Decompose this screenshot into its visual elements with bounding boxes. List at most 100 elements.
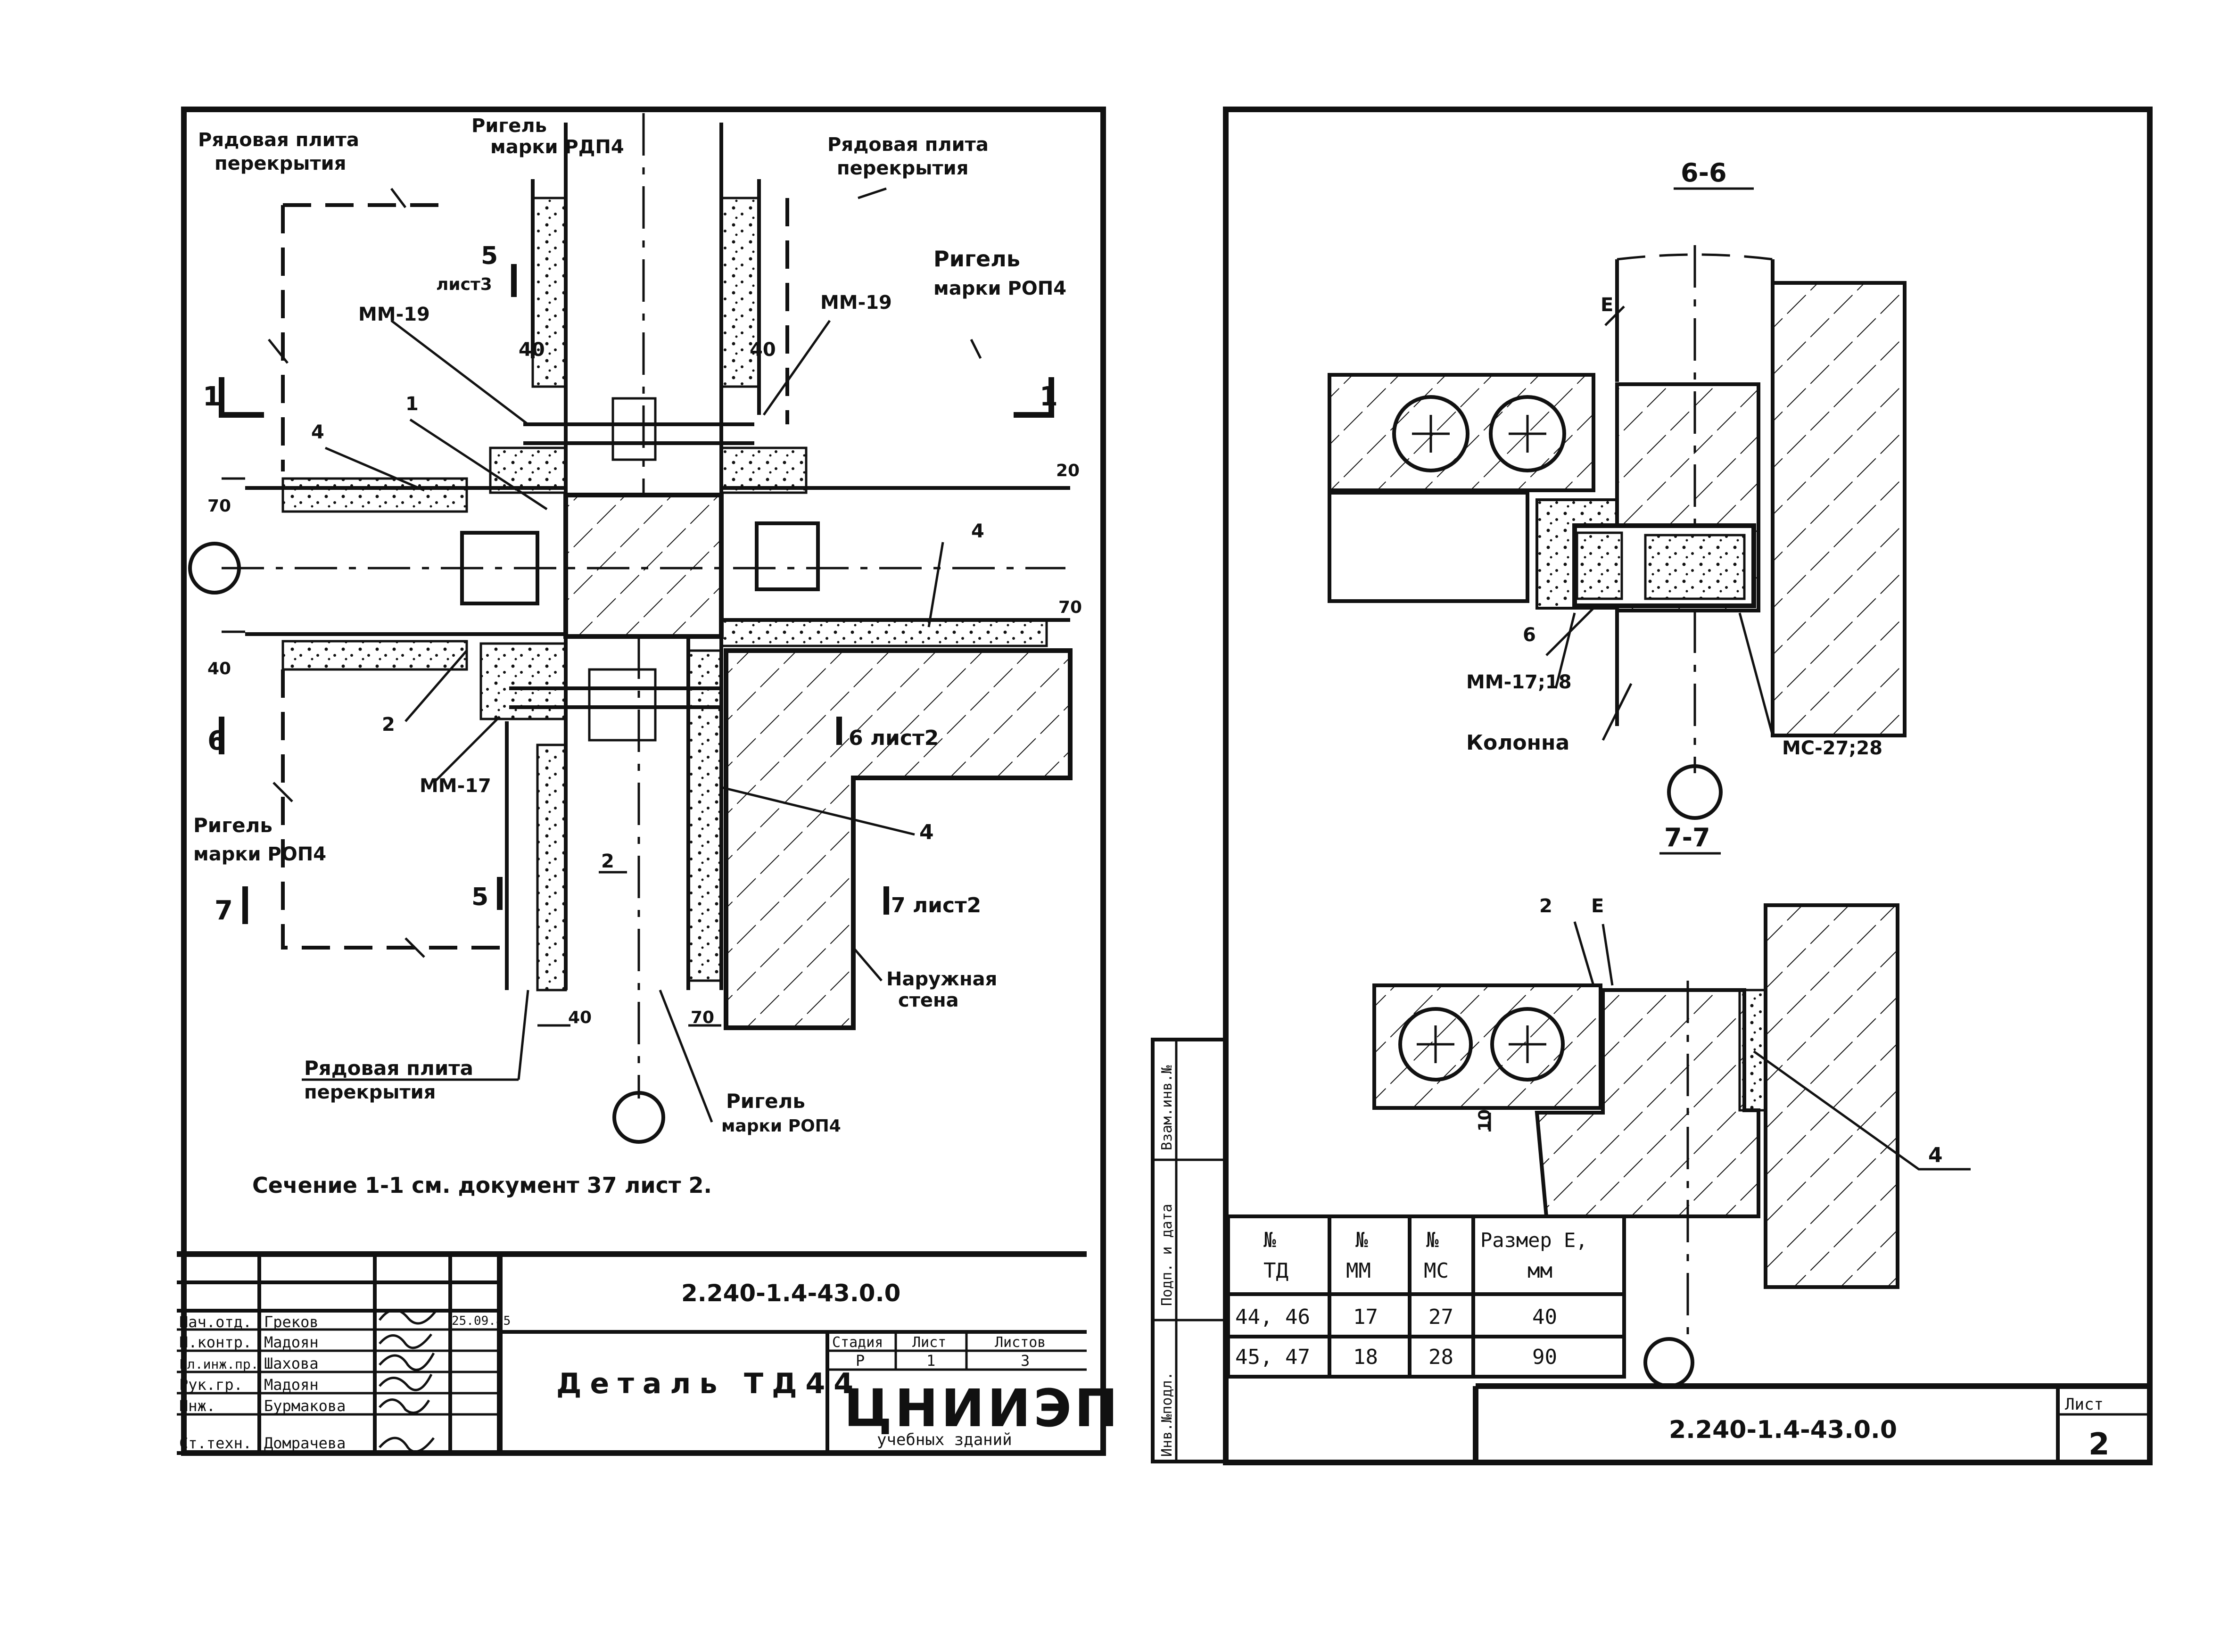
tb-doc-code: 2.240-1.4-43.0.0 — [681, 1280, 900, 1307]
rigel-bottom — [505, 636, 723, 1099]
section-6-title: 6-6 — [1681, 158, 1727, 188]
stamp-2: Инв.№подл. — [1159, 1371, 1175, 1457]
left-labels: Рядовая плита перекрытия Ригель марки РД… — [193, 115, 1082, 1136]
signature-2 — [379, 1352, 435, 1371]
slab-left-grout-bottom — [281, 640, 468, 671]
tb-role-4: Инж. — [179, 1397, 215, 1415]
section-7-title: 7-7 — [1664, 823, 1710, 852]
stamp-1: Подп. и дата — [1159, 1204, 1175, 1306]
size-table: № ТД № ММ № МС Размер Е, мм 44, 46 17 27… — [1226, 1214, 1626, 1379]
section-note: Сечение 1-1 см. документ 37 лист 2. — [252, 1173, 712, 1198]
label-mm17: ММ-17 — [420, 775, 491, 797]
td-1-3: 90 — [1532, 1345, 1557, 1369]
label-d40b: 40 — [750, 339, 776, 361]
axis-marker-left — [188, 542, 241, 595]
left-sheet: Рядовая плита перекрытия Ригель марки РД… — [177, 107, 1121, 1456]
rigel-right-window — [755, 521, 820, 591]
label-mm19-right: ММ-19 — [820, 292, 892, 314]
slab-left-grout-top — [281, 477, 468, 513]
label-rigel-bottom-2: марки РОП4 — [721, 1116, 841, 1136]
label-rigel-top-2: марки РДП4 — [490, 136, 624, 158]
label-slab-top-left-2: перекрытия — [215, 153, 346, 174]
right-doc-code: 2.240-1.4-43.0.0 — [1669, 1416, 1897, 1444]
tb-role-2: Гл.инж.пр. — [179, 1356, 259, 1372]
joint-grout-right-top — [720, 446, 808, 494]
label-n2a: 2 — [382, 714, 395, 735]
rigel-top — [531, 113, 761, 495]
tb-stage-value-2: 3 — [1021, 1352, 1030, 1370]
rigel-top-right-grout — [720, 197, 760, 388]
right-sheet-frame — [1223, 107, 2153, 1465]
tb-stage-header-2: Листов — [995, 1334, 1046, 1351]
label-ext-wall-2: стена — [898, 990, 959, 1011]
label-d70a: 70 — [207, 496, 231, 516]
axis-marker-bottom — [612, 1091, 665, 1144]
label-sec5-top-sheet: лист3 — [436, 275, 492, 294]
label-n2b: 2 — [601, 851, 614, 872]
label-slab-top-right: Рядовая плита — [827, 134, 989, 156]
label-sec6: 6 — [207, 726, 226, 756]
td-0-2: 27 — [1428, 1305, 1453, 1329]
td-0-3: 40 — [1532, 1305, 1557, 1329]
tb-stage-value-1: 1 — [926, 1352, 935, 1370]
label-rigel-left: Ригель — [193, 814, 272, 837]
label-sec7-ref: 7 лист2 — [891, 893, 981, 917]
label-n6: 6 — [1523, 624, 1536, 646]
section-7-drawing: 2 Е 4 10 — [1372, 895, 1971, 1388]
label-n4: 4 — [1928, 1143, 1943, 1167]
signature-0 — [379, 1309, 437, 1325]
label-sec6-ref: 6 лист2 — [849, 726, 939, 750]
td-0-0: 44, 46 — [1235, 1305, 1310, 1329]
label-d10: 10 — [1475, 1109, 1494, 1132]
right-sheet-label: Лист — [2065, 1395, 2104, 1414]
th-3-a: Размер Е, — [1480, 1229, 1588, 1252]
th-0-b: ТД — [1263, 1259, 1288, 1283]
td-1-0: 45, 47 — [1235, 1345, 1310, 1369]
label-slab-top-right-2: перекрытия — [837, 157, 968, 179]
signature-3 — [379, 1373, 433, 1391]
label-e-bottom: Е — [1591, 895, 1604, 917]
slab-top-left — [268, 188, 448, 471]
th-2-b: МС — [1424, 1259, 1449, 1283]
left-title-block: Нач.отд. Греков Н.контр. Мадоян Гл.инж.п… — [177, 1251, 1121, 1455]
label-sec7: 7 — [215, 895, 233, 926]
right-sheet: Взам.инв.№ Подп. и дата Инв.№подл. 6-6 — [1151, 107, 2153, 1465]
label-d40d: 40 — [568, 1008, 592, 1027]
tb-name-5: Домрачева — [264, 1434, 346, 1452]
tb-name-3: Мадоян — [264, 1376, 319, 1394]
label-d70c: 70 — [691, 1008, 714, 1027]
label-d70b: 70 — [1058, 598, 1082, 617]
embedded-items — [509, 397, 754, 742]
label-n4a: 4 — [311, 421, 324, 443]
tb-name-0: Греков — [264, 1313, 319, 1331]
tb-role-5: Ст.техн. — [179, 1434, 252, 1452]
label-n2: 2 — [1539, 895, 1552, 917]
tb-name-2: Шахова — [264, 1355, 319, 1372]
label-slab-bottom: Рядовая плита — [304, 1057, 473, 1080]
td-0-1: 17 — [1353, 1305, 1378, 1329]
label-sec5-bottom: 5 — [471, 883, 488, 911]
label-column: Колонна — [1466, 731, 1569, 755]
tb-role-0: Нач.отд. — [179, 1313, 252, 1331]
label-ext-wall: Наружная — [886, 968, 997, 990]
rigel-horizontal — [222, 446, 1070, 720]
tb-role-3: Рук.гр. — [179, 1376, 243, 1394]
label-rigel-top: Ригель — [471, 115, 547, 137]
tb-name-4: Бурмакова — [264, 1397, 346, 1415]
td-1-2: 28 — [1428, 1345, 1453, 1369]
tb-stage-value-0: Р — [856, 1352, 865, 1370]
tb-role-1: Н.контр. — [179, 1333, 252, 1351]
tb-org-sub: учебных зданий — [877, 1430, 1012, 1449]
th-3-b: мм — [1527, 1259, 1552, 1283]
tb-org: ЦНИИЭП — [844, 1378, 1121, 1438]
td-1-1: 18 — [1353, 1345, 1378, 1369]
label-n4c: 4 — [919, 820, 934, 844]
tb-stage-header-1: Лист — [912, 1334, 946, 1351]
th-0-a: № — [1263, 1228, 1276, 1252]
exterior-wall — [724, 648, 1073, 1030]
signature-1 — [379, 1333, 432, 1349]
label-e-top: Е — [1601, 294, 1613, 316]
label-slab-bottom-2: перекрытия — [304, 1082, 436, 1103]
rigel-left-window — [460, 531, 539, 605]
right-sheet-number: 2 — [2088, 1427, 2110, 1462]
